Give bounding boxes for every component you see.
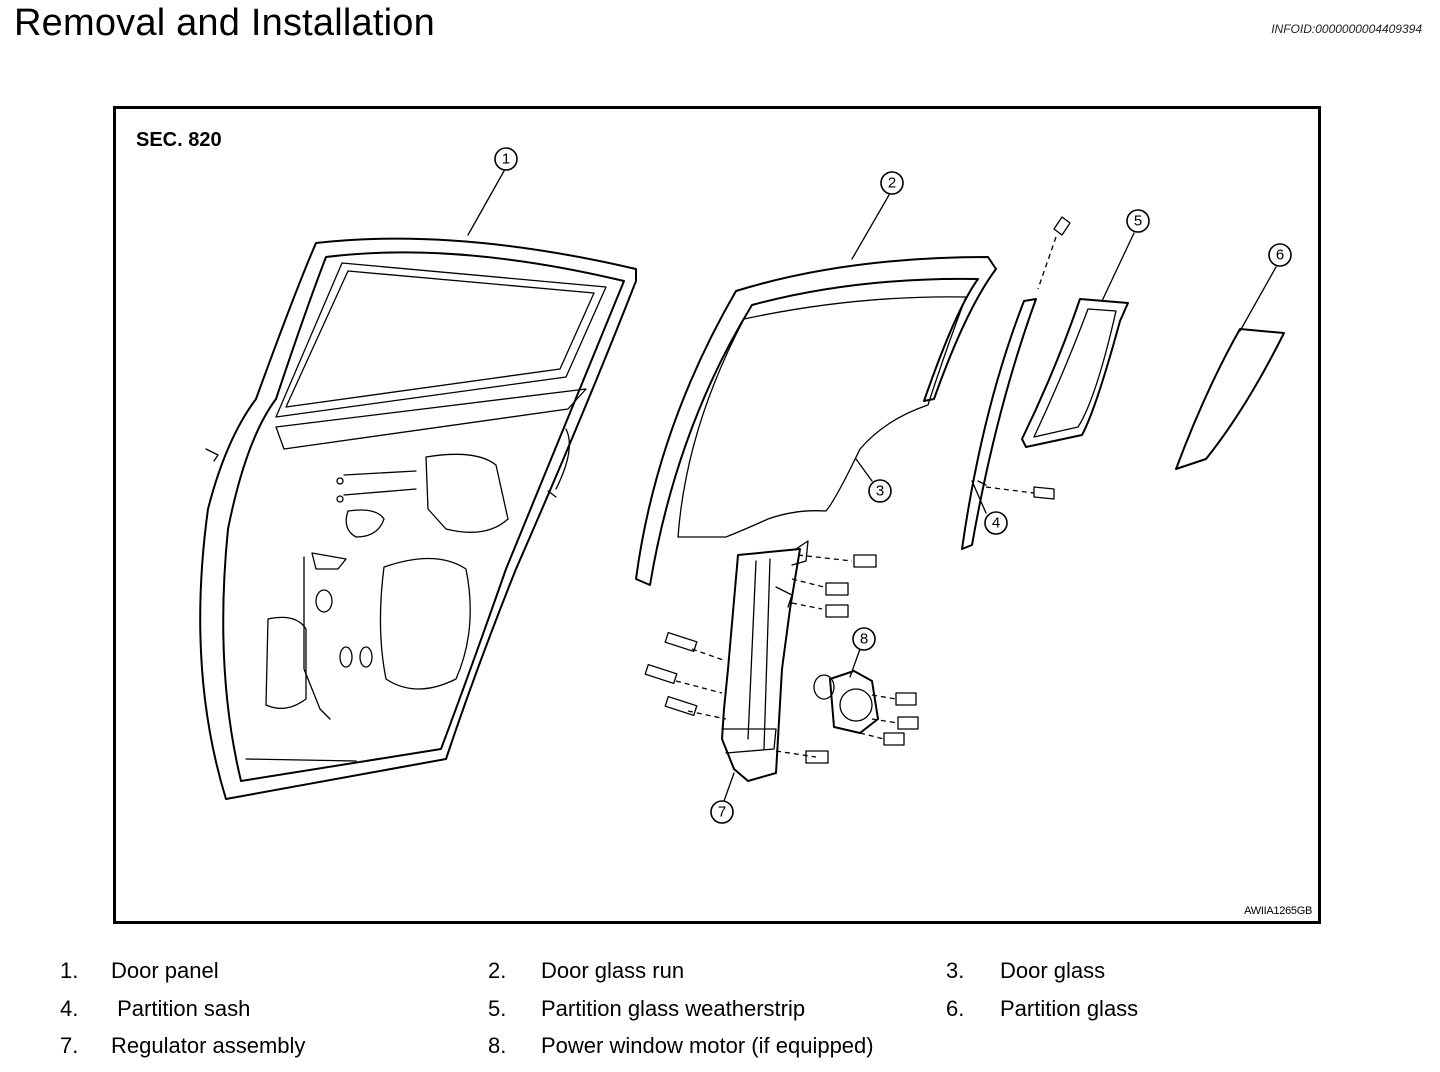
- partition-weatherstrip-drawing: [1021, 298, 1129, 448]
- partition-glass-drawing: [1175, 328, 1285, 470]
- callout-3: 3: [868, 479, 892, 503]
- legend-label: Partition glass weatherstrip: [541, 996, 806, 1021]
- callout-4: 4: [984, 511, 1008, 535]
- figure-code: AWIIA1265GB: [1244, 905, 1312, 917]
- svg-text:8: 8: [860, 631, 868, 648]
- legend-label: Power window motor (if equipped): [541, 1033, 874, 1058]
- svg-text:1: 1: [502, 151, 510, 168]
- glass-run-drawing: [635, 256, 997, 586]
- callout-5: 5: [1126, 209, 1150, 233]
- legend-number: 3.: [946, 958, 965, 983]
- door-panel-drawing: [199, 237, 637, 800]
- info-id: INFOID:0000000004409394: [1271, 22, 1422, 36]
- legend-number: 6.: [946, 996, 965, 1021]
- section-label: SEC. 820: [136, 129, 222, 151]
- exploded-view-figure: 1 2 3 4 5 6 7 8 SEC. 820 AWIIA1265GB: [113, 106, 1321, 924]
- page-title: Removal and Installation: [14, 2, 435, 44]
- callout-7: 7: [710, 800, 734, 824]
- legend-number: 1.: [60, 958, 79, 983]
- legend-label: Partition glass: [1000, 996, 1139, 1021]
- leader-lines: [467, 170, 1277, 802]
- legend-label: Door panel: [111, 958, 219, 983]
- legend-number: 4.: [60, 996, 79, 1021]
- legend-number: 2.: [488, 958, 507, 983]
- legend-label: Door glass: [1000, 958, 1106, 983]
- legend-number: 5.: [488, 996, 507, 1021]
- door-exploded-diagram: 1 2 3 4 5 6 7 8: [199, 147, 1292, 824]
- svg-text:6: 6: [1276, 247, 1284, 264]
- legend-label: Regulator assembly: [111, 1033, 306, 1058]
- legend-label: Partition sash: [111, 996, 251, 1021]
- legend-number: 7.: [60, 1033, 79, 1058]
- svg-text:7: 7: [718, 804, 726, 821]
- svg-text:2: 2: [888, 175, 896, 192]
- svg-text:4: 4: [992, 515, 1000, 532]
- callout-2: 2: [880, 171, 904, 195]
- callout-8: 8: [852, 627, 876, 651]
- regulator-assembly-drawing: [644, 540, 877, 782]
- callout-1: 1: [494, 147, 518, 171]
- legend-number: 8.: [488, 1033, 507, 1058]
- legend-label: Door glass run: [541, 958, 685, 983]
- svg-text:3: 3: [876, 483, 884, 500]
- callout-6: 6: [1268, 243, 1292, 267]
- partition-sash-drawing: [961, 216, 1071, 550]
- window-motor-drawing: [813, 670, 919, 746]
- svg-text:5: 5: [1134, 213, 1142, 230]
